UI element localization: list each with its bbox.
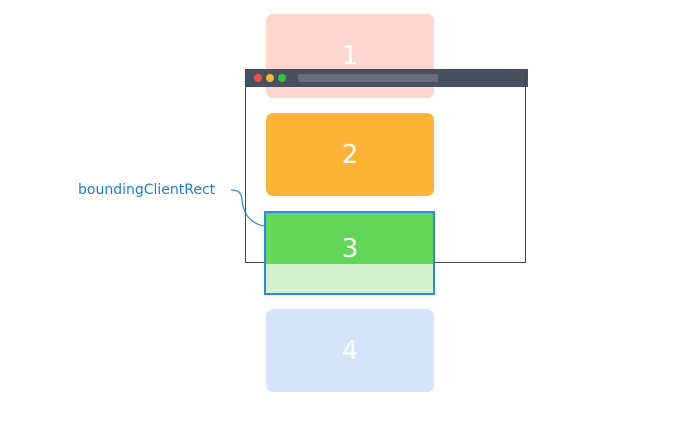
box-1-label: 1	[341, 41, 359, 71]
box-3-label: 3	[341, 234, 359, 264]
box-2-label: 2	[341, 139, 359, 170]
box-4-label: 4	[341, 335, 359, 366]
box-4: 4	[266, 309, 434, 392]
box-3-inside-viewport	[266, 212, 434, 264]
bounding-client-rect-label: boundingClientRect	[78, 182, 216, 198]
address-bar	[298, 74, 438, 82]
box-2: 2	[266, 113, 434, 196]
minimize-dot-icon	[266, 74, 274, 82]
box-3-outside-viewport	[266, 264, 434, 294]
maximize-dot-icon	[278, 74, 286, 82]
close-dot-icon	[254, 74, 262, 82]
bounding-client-rect-outline	[264, 211, 435, 295]
